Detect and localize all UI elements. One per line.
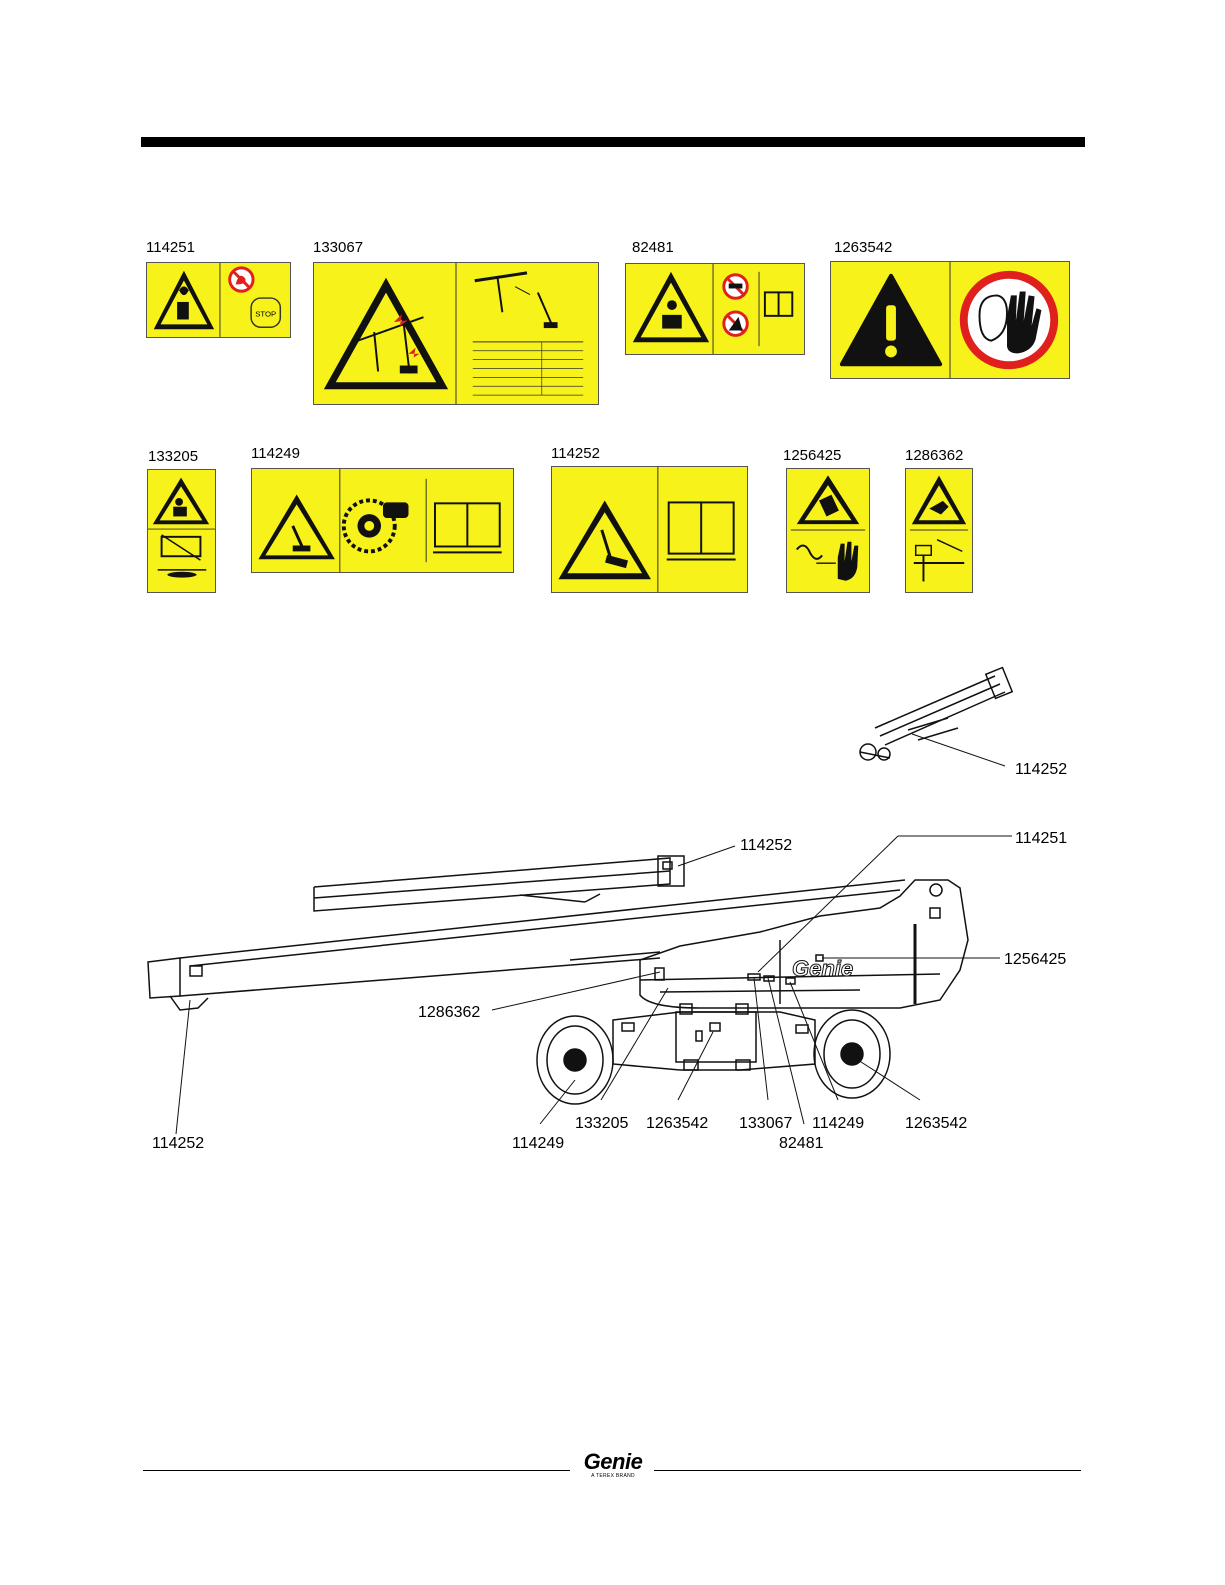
decal-part-number: 1256425 [783, 448, 841, 464]
decal-part-number: 133067 [313, 240, 363, 256]
decal-location-diagram: Genie [0, 640, 1225, 1180]
footer-rule-right [654, 1470, 1081, 1471]
crush-hazard-decal-graphic [626, 264, 804, 354]
callout-wheel-right: 1263542 [905, 1115, 967, 1132]
chassis-drawing [537, 1004, 890, 1104]
footer-rule-left [143, 1470, 570, 1471]
callout-chassis-1: 133205 [575, 1115, 628, 1132]
callout-jib-tip: 114252 [740, 837, 792, 854]
stop-hand-decal-graphic [831, 262, 1069, 378]
stop-text: STOP [255, 310, 276, 319]
decal-part-number: 133205 [148, 449, 198, 465]
callout-boom-tip: 114252 [152, 1135, 204, 1152]
decal-1256425 [786, 468, 870, 593]
cylinder-drawing [860, 668, 1012, 760]
callout-turntable-top: 114251 [1015, 830, 1067, 847]
decal-part-number: 114251 [146, 240, 195, 256]
decal-133067 [313, 262, 599, 405]
fire-hazard-decal-graphic: STOP [147, 263, 290, 337]
header-rule [141, 137, 1085, 147]
tire-hazard-decal-graphic [252, 469, 513, 572]
decal-1263542 [830, 261, 1070, 379]
hand-crush-decal-graphic [787, 469, 869, 592]
callout-turntable-front: 1286362 [418, 1004, 480, 1021]
turntable-drawing: Genie [640, 880, 968, 1008]
callout-chassis-5: 114249 [812, 1115, 864, 1132]
decal-part-number: 114252 [551, 446, 600, 462]
jib-drawing [314, 856, 684, 911]
decal-114249 [251, 468, 514, 573]
machine-logo: Genie [792, 956, 853, 981]
decal-part-number: 114249 [251, 446, 300, 462]
genie-logo: Genie A TEREX BRAND [577, 1451, 649, 1487]
callout-chassis-3: 133067 [739, 1115, 792, 1132]
callout-cylinder: 114252 [1015, 761, 1067, 778]
footer-brand: Genie [577, 1451, 649, 1473]
decal-82481 [625, 263, 805, 355]
decal-part-number: 82481 [632, 240, 674, 256]
battery-hazard-decal-graphic [148, 470, 215, 592]
electrocution-hazard-decal-graphic [314, 263, 598, 404]
decal-114251: STOP [146, 262, 291, 338]
callout-chassis-2: 1263542 [646, 1115, 708, 1132]
decal-114252 [551, 466, 748, 593]
decal-1286362 [905, 468, 973, 593]
fall-hazard-decal-graphic [906, 469, 972, 592]
callout-turntable-side: 1256425 [1004, 951, 1066, 968]
tip-over-hazard-decal-graphic [552, 467, 747, 592]
callout-wheel-left: 114249 [512, 1135, 564, 1152]
decal-part-number: 1263542 [834, 240, 892, 256]
callout-chassis-4: 82481 [779, 1135, 824, 1152]
decal-part-number: 1286362 [905, 448, 963, 464]
boom-lift-line-drawing: Genie [0, 640, 1225, 1180]
decal-133205 [147, 469, 216, 593]
